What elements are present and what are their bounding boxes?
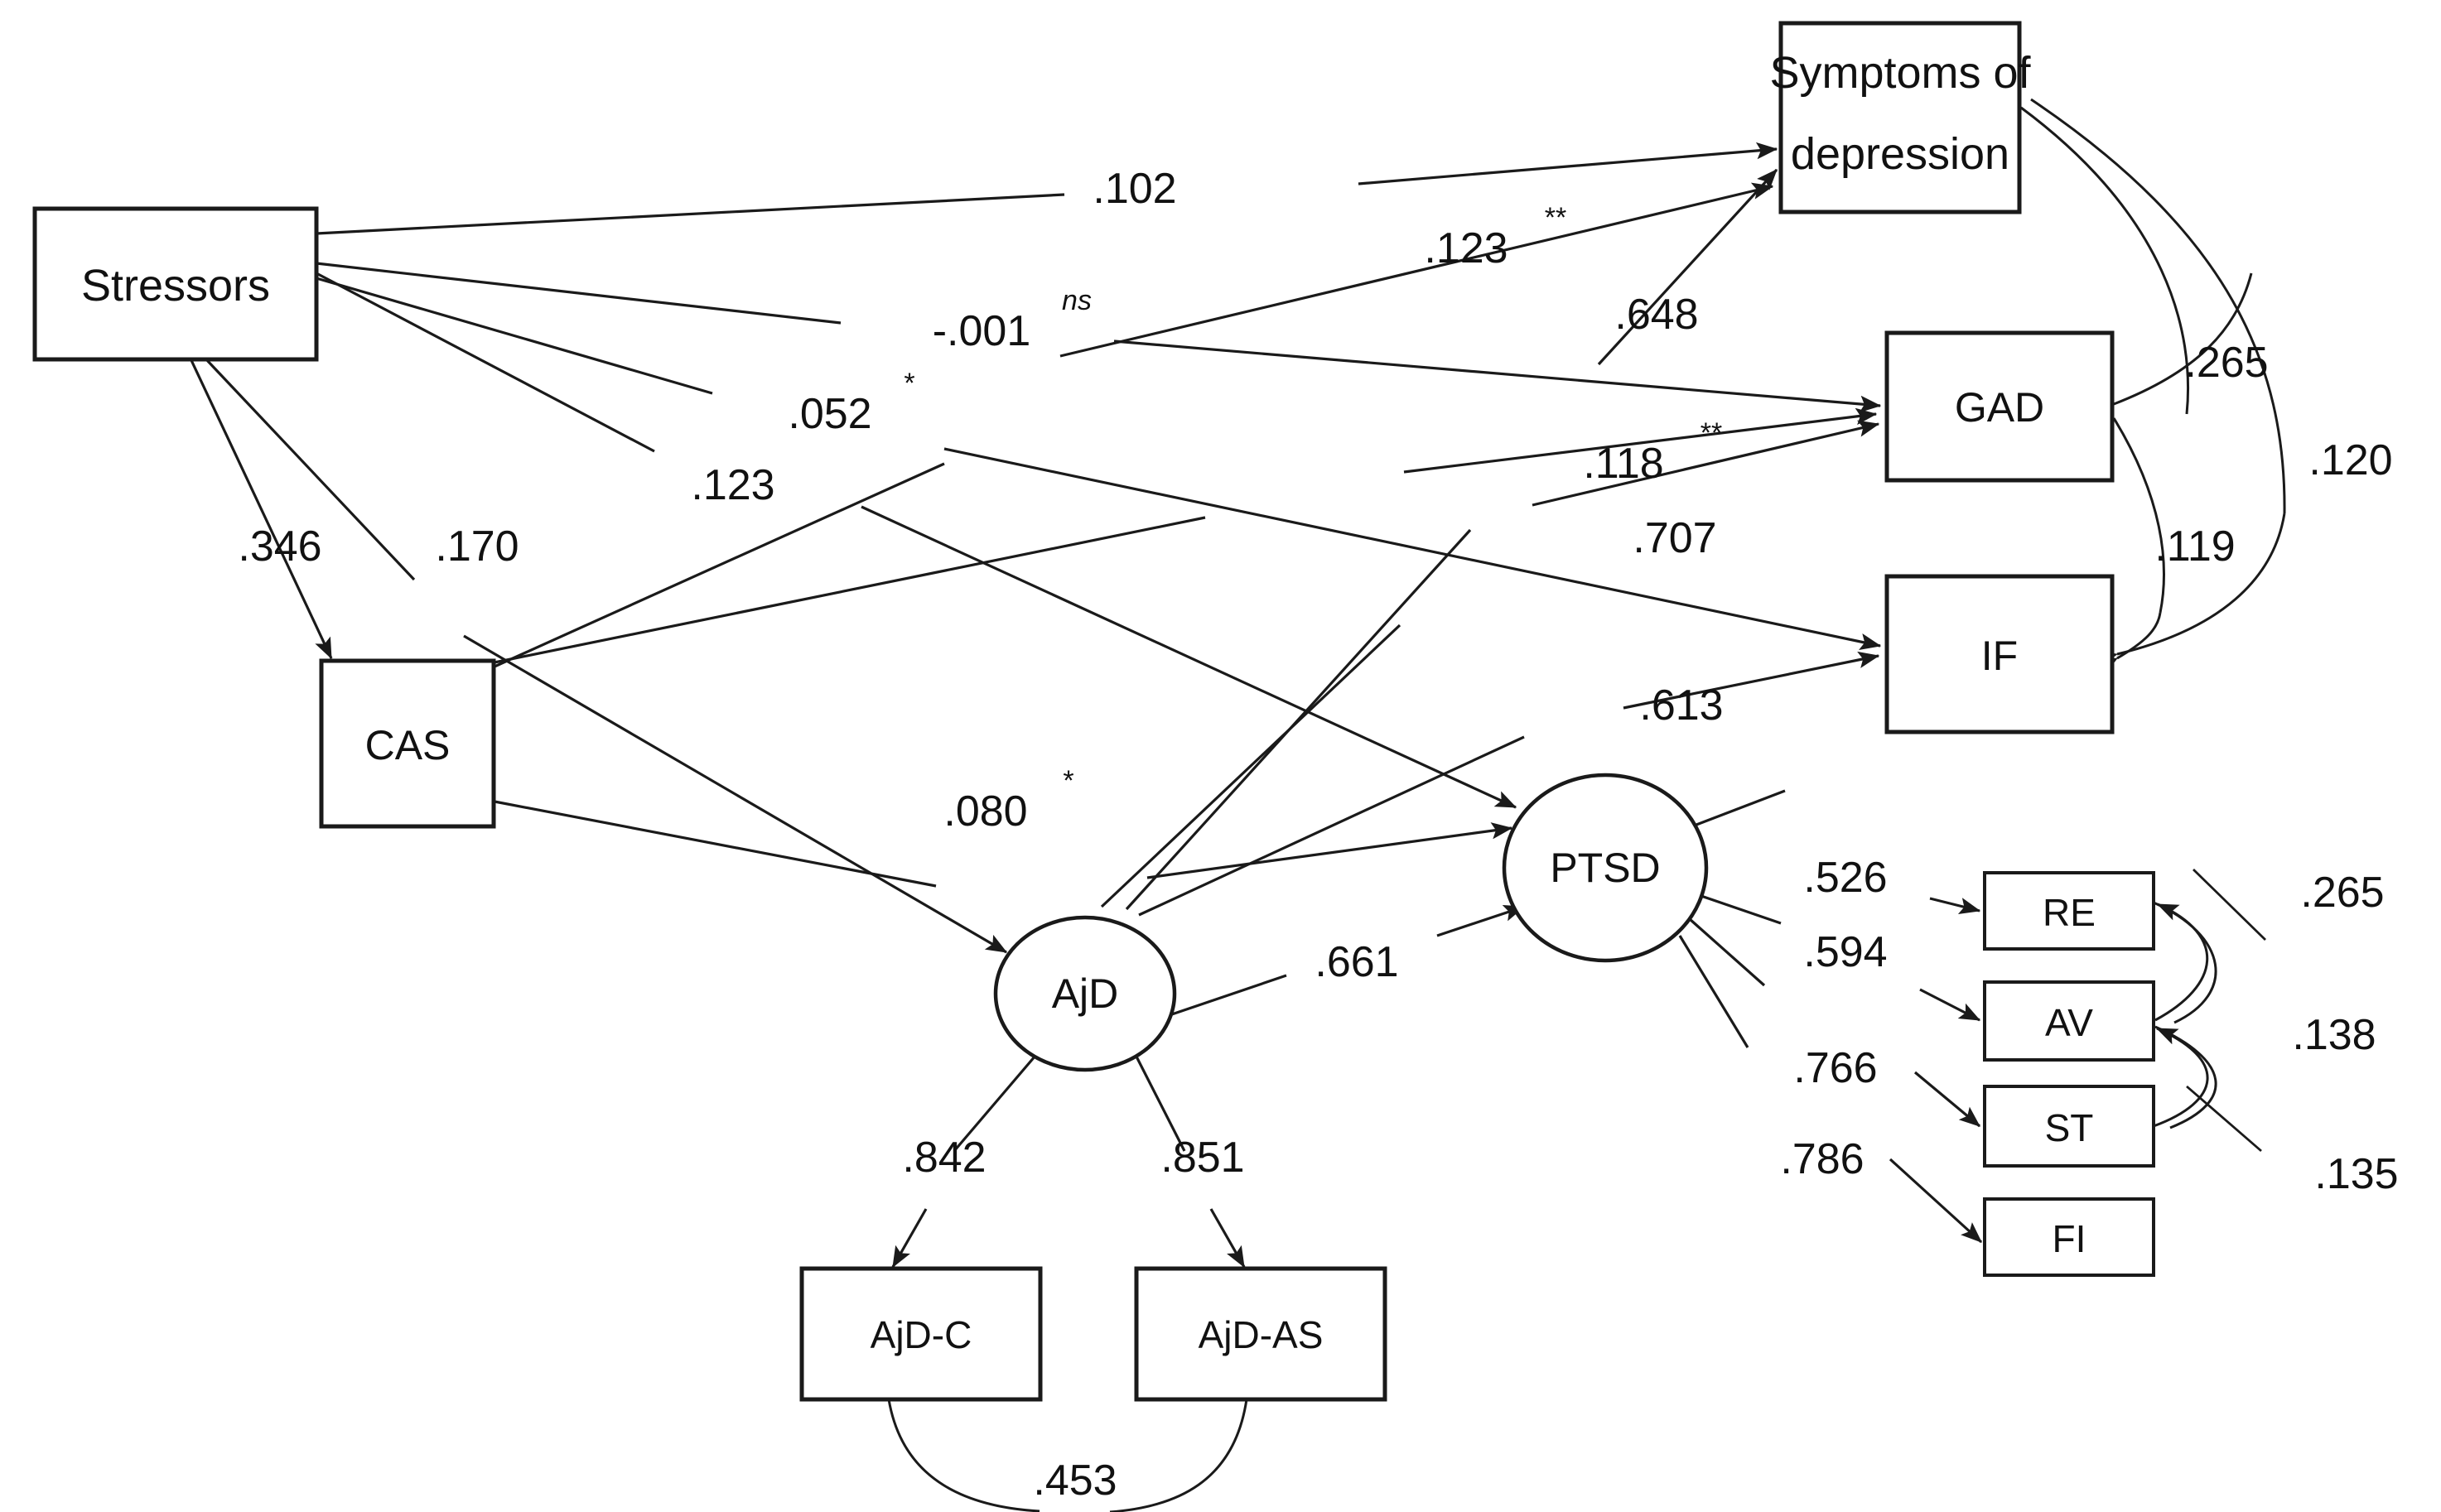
corr-gad-if <box>2095 417 2165 677</box>
coef-ajd-to-depression: .648 <box>1614 291 1698 339</box>
node-gad-label: GAD <box>1955 384 2044 431</box>
node-av[interactable]: AV <box>1983 980 2155 1062</box>
node-fi-label: FI <box>2053 1217 2086 1260</box>
coef-re-st-corr: .135 <box>2314 1150 2398 1198</box>
corr-re-st <box>2186 1085 2262 1153</box>
path-cas-to-depression <box>494 182 1774 668</box>
node-depression-label-line1: Symptoms of <box>1769 48 2031 98</box>
path-ajd-to-gad <box>1100 420 1880 908</box>
coef-ajd-to-if: .613 <box>1639 681 1723 730</box>
corr-av-st <box>2133 1010 2217 1129</box>
node-if-label: IF <box>1981 633 2018 679</box>
node-av-label: AV <box>2045 1001 2093 1044</box>
coef-stressors-to-if-group: .052 * <box>788 368 914 438</box>
coef-cas-to-ptsd-group: .080 * <box>943 765 1073 835</box>
node-ajd-c[interactable]: AjD-C <box>799 1266 1043 1402</box>
coef-stressors-to-cas: .346 <box>238 522 321 571</box>
coef-ajd-to-ajd-c: .842 <box>902 1134 986 1182</box>
coef-cas-to-depression: .123 <box>1424 224 1508 272</box>
node-cas[interactable]: CAS <box>319 658 496 829</box>
node-st[interactable]: ST <box>1983 1085 2155 1168</box>
node-ajd[interactable]: AjD <box>993 915 1177 1072</box>
path-stressors-to-ptsd <box>316 272 1517 809</box>
node-ajd-as-label: AjD-AS <box>1199 1313 1324 1356</box>
path-ptsd-to-st <box>1688 917 1981 1128</box>
coef-ajd-to-gad: .707 <box>1633 514 1716 562</box>
coef-ptsd-to-av: .594 <box>1803 928 1887 976</box>
coef-ajd-to-ptsd: .661 <box>1315 938 1398 986</box>
coef-ptsd-to-st: .766 <box>1793 1044 1877 1092</box>
coef-cas-to-depression-group: .123 ** <box>1424 202 1566 272</box>
coef-depression-gad-corr: .265 <box>2184 339 2268 387</box>
coef-stressors-to-if: .052 <box>788 390 871 438</box>
path-stressors-to-depression <box>316 142 1778 235</box>
corr-depression-gad <box>2000 89 2253 415</box>
coef-ptsd-to-fi: .786 <box>1780 1135 1864 1183</box>
corr-ajd-c-ajd-as <box>876 1378 1258 1512</box>
coef-cas-to-ptsd-sig: * <box>1063 765 1073 797</box>
node-re-label: RE <box>2043 891 2096 934</box>
node-stressors[interactable]: Stressors <box>32 206 319 362</box>
coef-gad-if-corr: .119 <box>2154 522 2235 571</box>
node-cas-label: CAS <box>365 722 451 768</box>
corr-re-av <box>2131 868 2266 1024</box>
node-stressors-label: Stressors <box>81 261 270 311</box>
path-stressors-to-if <box>316 277 1882 651</box>
path-ajd-to-ajd-as <box>1135 1056 1246 1269</box>
path-cas-to-gad <box>494 407 1878 664</box>
coef-stressors-to-ajd: .170 <box>435 522 519 571</box>
coef-stressors-to-ptsd: .123 <box>691 461 774 509</box>
path-stressors-to-ajd <box>204 357 1008 954</box>
path-stressors-to-cas <box>189 358 333 660</box>
node-ajd-label: AjD <box>1052 970 1119 1017</box>
node-st-label: ST <box>2045 1106 2094 1149</box>
coef-stressors-to-if-sig: * <box>904 368 914 399</box>
path-ajd-to-ajd-c <box>891 1054 1037 1269</box>
corr-depression-if <box>2030 98 2286 667</box>
coef-stressors-to-gad-sig: ns <box>1062 285 1092 316</box>
path-ptsd-to-av <box>1696 893 1981 1022</box>
coef-cas-to-gad-sig: ** <box>1700 417 1722 449</box>
coef-stressors-to-gad: -.001 <box>933 307 1031 355</box>
path-ptsd-to-re <box>1696 789 1981 915</box>
node-if[interactable]: IF <box>1884 574 2115 734</box>
coef-re-av-corr: .265 <box>2300 869 2384 917</box>
node-depression-label-line2: depression <box>1791 129 2009 179</box>
node-ajd-c-label: AjD-C <box>871 1313 972 1356</box>
node-re[interactable]: RE <box>1983 871 2155 951</box>
node-ptsd-label: PTSD <box>1550 845 1660 891</box>
node-ajd-as[interactable]: AjD-AS <box>1134 1266 1387 1402</box>
coef-ptsd-to-re: .526 <box>1803 854 1887 902</box>
coef-cas-to-ptsd: .080 <box>943 787 1027 835</box>
coef-depression-if-corr: .120 <box>2308 436 2392 484</box>
coef-cas-to-depression-sig: ** <box>1545 202 1566 234</box>
coef-stressors-to-depression: .102 <box>1093 165 1176 213</box>
node-fi[interactable]: FI <box>1983 1197 2155 1277</box>
path-stressors-to-gad <box>316 262 1882 413</box>
coef-cas-to-gad-group: .118 ** <box>1583 417 1722 488</box>
coef-av-st-corr: .138 <box>2292 1011 2376 1059</box>
node-depression[interactable]: Symptoms of depression <box>1769 21 2032 214</box>
node-ptsd[interactable]: PTSD <box>1502 773 1709 963</box>
path-ajd-to-ptsd <box>1159 904 1526 1020</box>
path-cas-to-ptsd <box>494 800 1513 888</box>
node-gad[interactable]: GAD <box>1884 330 2115 483</box>
path-ptsd-to-fi <box>1678 935 1983 1244</box>
path-ajd-to-if <box>1138 651 1880 917</box>
coef-stressors-to-gad-group: -.001 ns <box>933 285 1092 355</box>
coef-cas-to-gad: .118 <box>1583 440 1663 488</box>
coef-ajd-to-ajd-as: .851 <box>1160 1134 1244 1182</box>
coef-ajd-c-ajd-as-corr: .453 <box>1033 1457 1117 1505</box>
